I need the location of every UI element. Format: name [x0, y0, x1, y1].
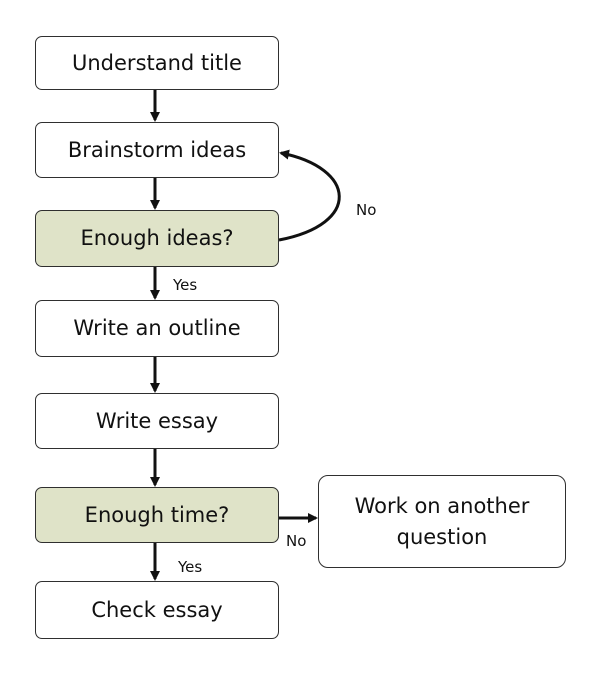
edge-label-ideas-no: No — [356, 201, 377, 219]
node-work-on-another-question-line2: question — [396, 524, 488, 549]
edge-label-time-yes: Yes — [178, 558, 203, 576]
node-brainstorm-ideas-label: Brainstorm ideas — [67, 137, 247, 162]
node-write-essay: Write essay — [35, 393, 279, 449]
edge-label-ideas-yes: Yes — [173, 276, 198, 294]
decision-enough-time: Enough time? — [35, 487, 279, 543]
decision-enough-time-label: Enough time? — [84, 502, 230, 527]
node-check-essay: Check essay — [35, 581, 279, 639]
edge-label-time-no: No — [286, 532, 307, 550]
node-write-essay-label: Write essay — [95, 408, 219, 433]
node-check-essay-label: Check essay — [91, 597, 223, 622]
arrow-no-loop-to-brainstorm — [278, 149, 341, 242]
node-work-on-another-question-label: Work on another question — [355, 491, 530, 552]
node-write-outline-label: Write an outline — [73, 316, 241, 341]
decision-enough-ideas-label: Enough ideas? — [80, 226, 234, 251]
node-brainstorm-ideas: Brainstorm ideas — [35, 122, 279, 178]
node-understand-title: Understand title — [35, 36, 279, 90]
node-work-on-another-question: Work on another question — [318, 475, 566, 568]
node-understand-title-label: Understand title — [72, 50, 242, 75]
node-write-outline: Write an outline — [35, 300, 279, 357]
decision-enough-ideas: Enough ideas? — [35, 210, 279, 267]
node-work-on-another-question-line1: Work on another — [354, 494, 530, 519]
